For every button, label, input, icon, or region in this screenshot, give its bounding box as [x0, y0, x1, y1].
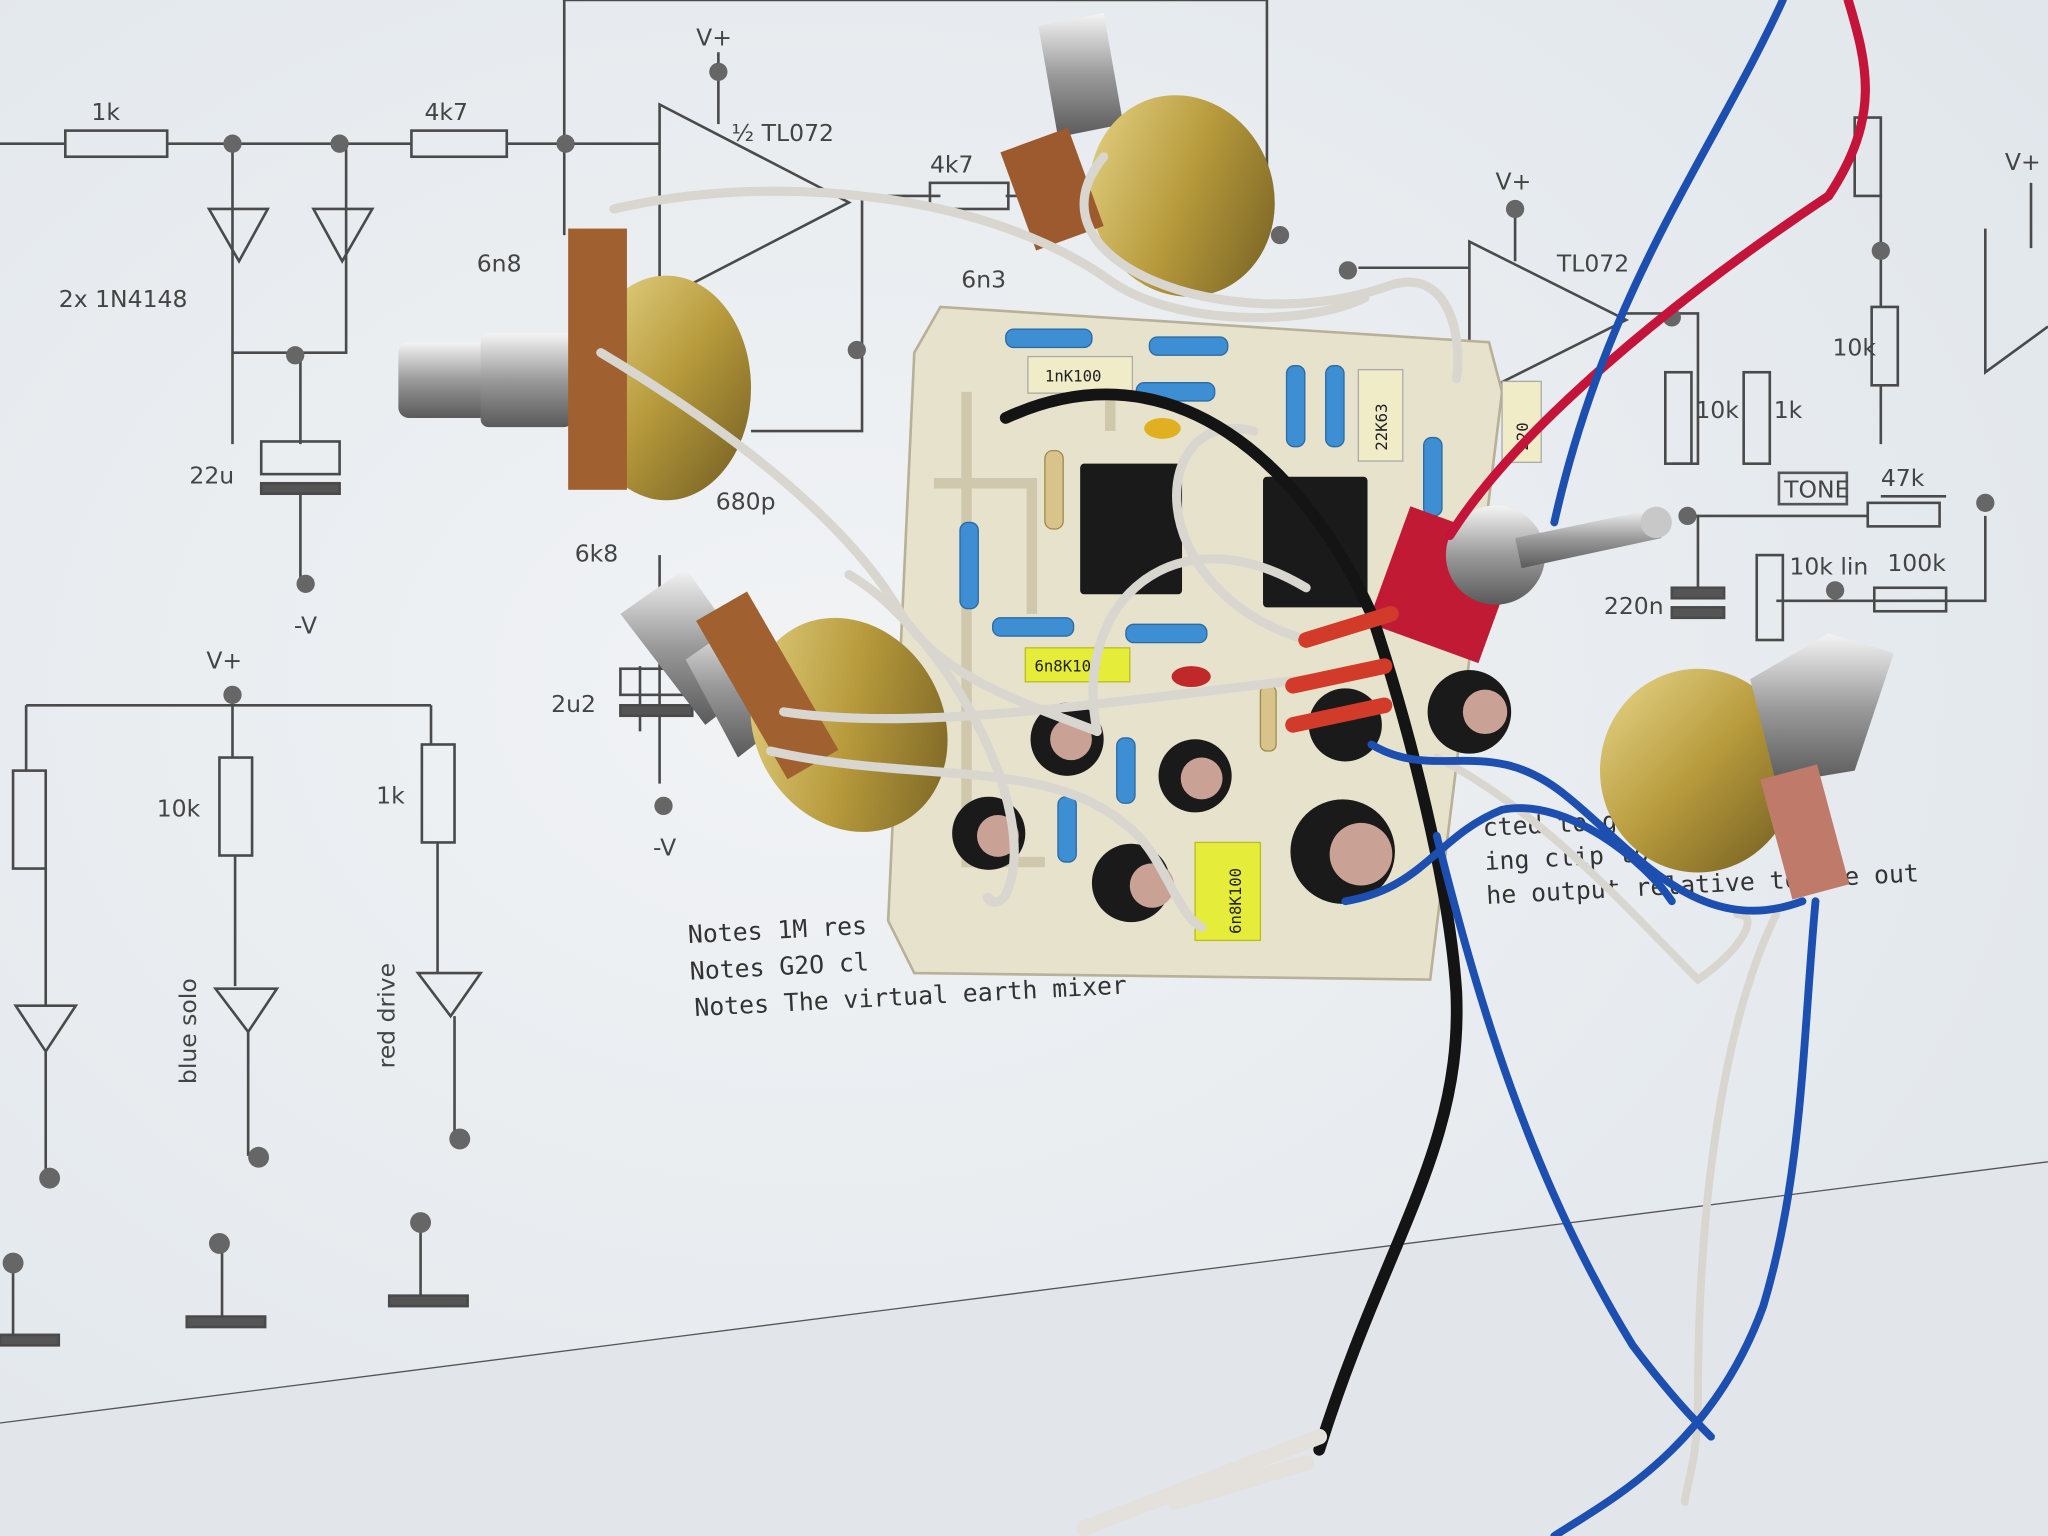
label: -V [294, 611, 317, 639]
label: 220n [1604, 592, 1664, 620]
label: red drive [372, 963, 400, 1068]
white-wire [779, 674, 1311, 724]
red-wire [1285, 606, 1399, 733]
blue-wire [1550, 0, 1787, 527]
pcb-board: 1nK100 22K63 220 6n8K100 6n8K100 [886, 305, 1542, 981]
label: -V [653, 834, 676, 862]
white-wire [1088, 554, 1311, 736]
ic-chip [1080, 463, 1183, 595]
label: 4k7 [930, 150, 974, 178]
label: 2x 1N4148 [59, 285, 188, 313]
white-wire [766, 746, 1207, 932]
potentiometer-middle[interactable] [620, 568, 986, 868]
film-capacitor [1194, 841, 1262, 942]
schematic-lines [0, 0, 2048, 1347]
electrolytic-capacitors [952, 670, 1512, 923]
heatshrink-leads [1076, 1428, 1328, 1536]
label: 100k [1887, 549, 1946, 577]
capacitor-label: 6n8K100 [1226, 868, 1245, 934]
label: 22u [189, 461, 234, 489]
white-wire [844, 570, 1019, 907]
schematic-labels: 1k 4k7 V+ ½ TL072 4k7 2x 1N4148 6n8 22u … [59, 24, 2041, 1084]
label: TONE [1783, 476, 1849, 504]
potentiometer-top[interactable] [1000, 13, 1302, 323]
toggle-switch[interactable] [1367, 505, 1672, 664]
white-wire [1079, 152, 1463, 384]
white-wire [609, 186, 1370, 323]
label: blue solo [174, 978, 202, 1084]
potentiometer-right[interactable] [1600, 633, 1894, 900]
capacitor-label: 22K63 [1372, 403, 1391, 450]
tone-box [1777, 471, 1849, 506]
label: 10k [1832, 333, 1876, 361]
label: 47k [1881, 464, 1925, 492]
label: 680p [716, 487, 776, 515]
capacitor-label: 1nK100 [1045, 366, 1102, 385]
label: V+ [696, 24, 732, 52]
film-capacitor [1357, 368, 1404, 462]
ic-chip [1263, 476, 1368, 608]
label: V+ [206, 647, 242, 675]
capacitor-label: 6n8K100 [1034, 656, 1100, 675]
white-wire [596, 348, 1102, 736]
paper-lower [0, 1162, 2048, 1536]
blue-wire [1341, 804, 1715, 1441]
blue-wire [1367, 740, 1807, 915]
ceramic-capacitor [1171, 666, 1211, 688]
label: 1k [1774, 396, 1803, 424]
red-wire [1445, 0, 1870, 541]
white-wire [1432, 753, 1781, 1506]
label: TL072 [1556, 250, 1629, 278]
label: 6n8 [477, 250, 522, 278]
label: 10k lin [1789, 553, 1868, 581]
ceramic-capacitor [1144, 417, 1181, 439]
black-wire [999, 388, 1463, 1456]
label: 6n3 [961, 265, 1006, 293]
label: V+ [1496, 167, 1532, 195]
label: 1k [91, 98, 120, 126]
blue-wire [1550, 897, 1820, 1536]
label: 10k [1695, 396, 1739, 424]
label: 1k [376, 781, 405, 809]
label: V+ [2005, 148, 2041, 176]
film-capacitor [1024, 647, 1131, 683]
label: 4k7 [424, 98, 468, 126]
label: ½ TL072 [731, 119, 834, 147]
label: 6k8 [575, 540, 619, 568]
wires [596, 0, 1870, 1536]
film-capacitor [1027, 355, 1134, 394]
label: 10k [157, 794, 201, 822]
label: 2u2 [551, 690, 596, 718]
